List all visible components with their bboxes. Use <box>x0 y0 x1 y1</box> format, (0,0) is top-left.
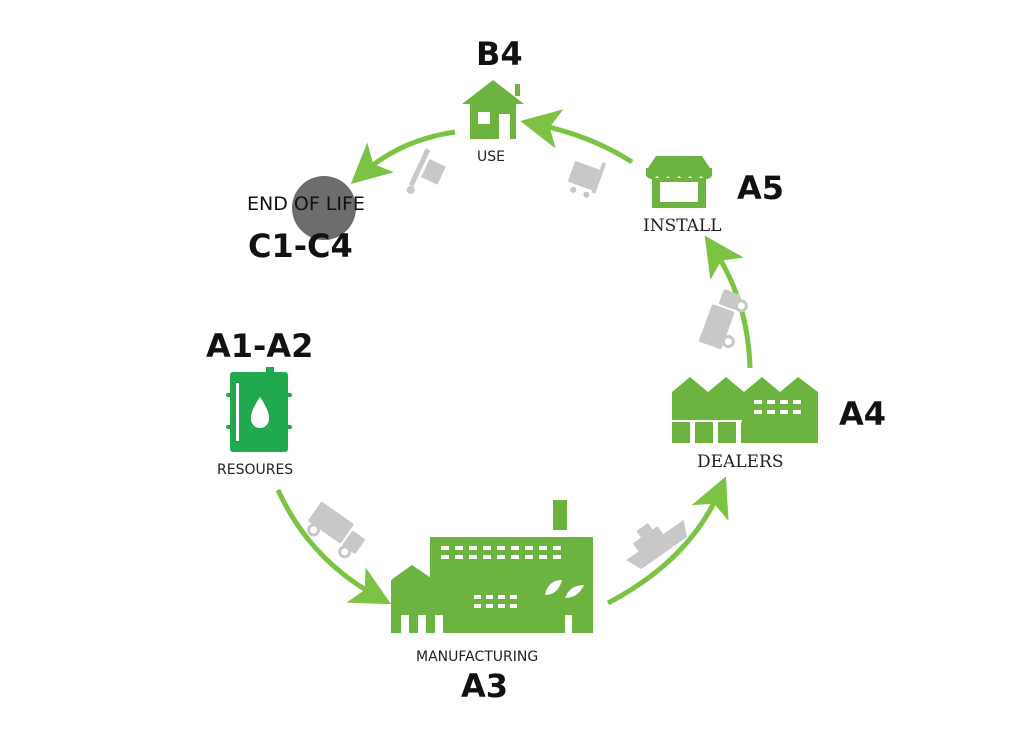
stage-label-manufacturing: MANUFACTURING <box>416 649 539 665</box>
truck-icon <box>307 502 365 559</box>
oil-barrel-icon <box>226 367 292 452</box>
arrow-resources-to-manufacturing <box>275 488 392 605</box>
storefront-icon <box>646 156 712 208</box>
hand-truck-icon <box>406 148 446 194</box>
arrow-install-to-use <box>520 109 634 165</box>
truck-icon <box>699 289 748 350</box>
gray-circle-icon <box>292 176 356 240</box>
stage-label-use: USE <box>477 149 505 165</box>
arrow-use-to-eol <box>350 129 456 184</box>
stage-code-dealers: A4 <box>839 395 887 433</box>
ship-icon <box>626 519 688 570</box>
house-icon <box>462 80 524 139</box>
stage-code-resources: A1-A2 <box>206 327 314 365</box>
stage-code-use: B4 <box>476 35 523 73</box>
arrow-manufacturing-to-dealers <box>606 476 729 606</box>
stage-code-install: A5 <box>737 169 785 207</box>
factory-icon <box>391 500 593 633</box>
stage-label-resources: RESOURES <box>217 462 294 478</box>
stage-label-install: INSTALL <box>643 216 722 236</box>
cart-icon <box>567 160 607 198</box>
stage-label-dealers: DEALERS <box>697 452 784 472</box>
stage-code-manufacturing: A3 <box>461 667 509 705</box>
stage-label-end-of-life: END OF LIFE <box>247 193 365 215</box>
stage-code-end-of-life: C1-C4 <box>248 227 353 265</box>
warehouse-icon <box>672 377 818 443</box>
